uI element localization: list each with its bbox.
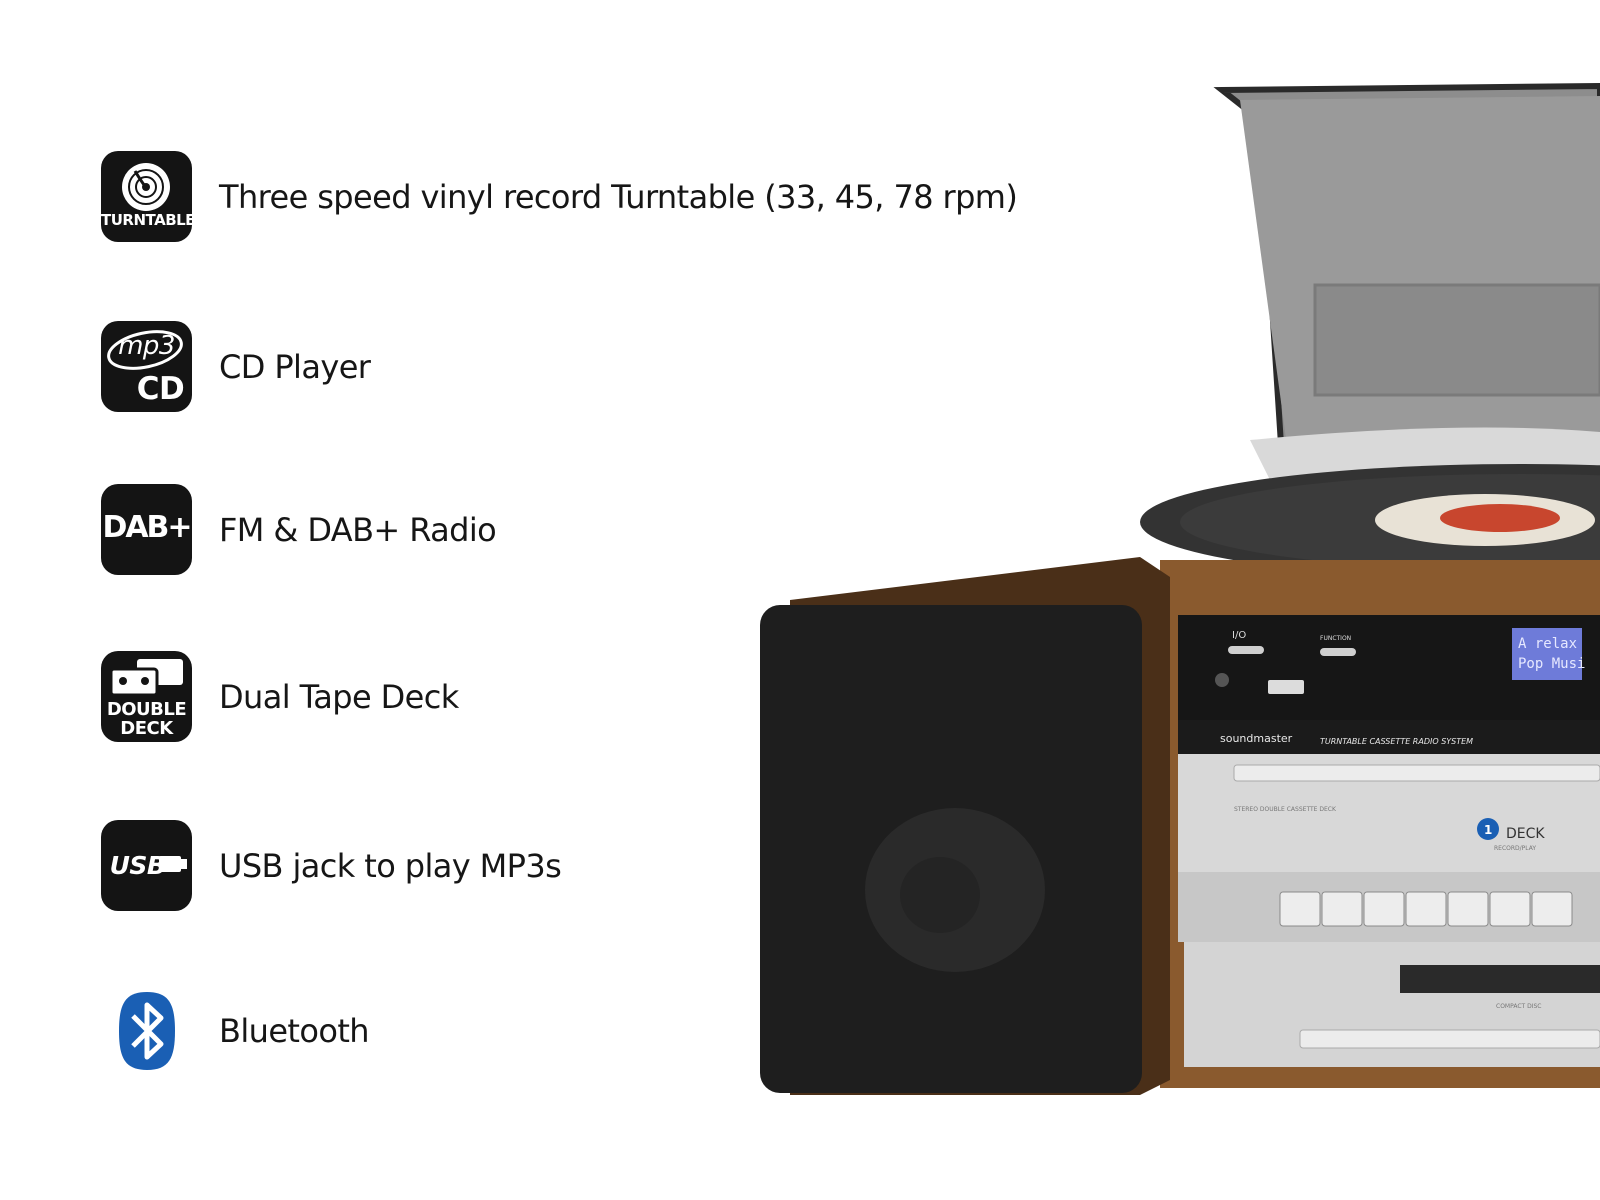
mp3-cd-icon: mp3 CD <box>101 321 192 412</box>
deck-badge-text: DECK <box>120 718 173 739</box>
function-label: FUNCTION <box>1320 635 1351 642</box>
cd-caption: COMPACT DISC <box>1496 1003 1541 1010</box>
feature-bluetooth: Bluetooth <box>101 985 370 1076</box>
double-badge-text: DOUBLE <box>106 699 187 720</box>
deck-label: DECK <box>1506 826 1545 842</box>
dab-badge-text: DAB+ <box>102 510 192 545</box>
dab-plus-icon: DAB+ <box>101 484 192 575</box>
feature-label-tape: Dual Tape Deck <box>219 677 459 716</box>
display-line-1: A relax <box>1518 636 1577 652</box>
turntable-icon: TURNTABLE <box>101 151 192 242</box>
feature-label-cd: CD Player <box>219 347 371 386</box>
power-label: I/O <box>1232 630 1246 641</box>
usb-icon: USB <box>101 820 192 911</box>
feature-usb: USB USB jack to play MP3s <box>101 820 562 911</box>
cd-badge-text: CD <box>136 371 185 407</box>
product-image: A relax Pop Musi I/O FUNCTION soundmaste… <box>760 60 1600 1140</box>
system-name: TURNTABLE CASSETTE RADIO SYSTEM <box>1320 737 1473 746</box>
display-line-2: Pop Musi <box>1518 656 1585 672</box>
usb-badge-text: USB <box>109 851 166 880</box>
feature-label-radio: FM & DAB+ Radio <box>219 510 497 549</box>
mp3-badge-text: mp3 <box>118 331 175 361</box>
feature-label-turntable: Three speed vinyl record Turntable (33, … <box>219 177 1018 216</box>
feature-cd-player: mp3 CD CD Player <box>101 321 371 412</box>
bluetooth-icon <box>101 985 192 1076</box>
turntable-badge-text: TURNTABLE <box>101 211 192 229</box>
feature-turntable: TURNTABLE Three speed vinyl record Turnt… <box>101 151 1018 242</box>
double-deck-icon: DOUBLE DECK <box>101 651 192 742</box>
product-illustration: A relax Pop Musi I/O FUNCTION soundmaste… <box>760 82 1600 1095</box>
cassette-caption: STEREO DOUBLE CASSETTE DECK <box>1234 806 1337 813</box>
feature-radio: DAB+ FM & DAB+ Radio <box>101 484 497 575</box>
feature-tape-deck: DOUBLE DECK Dual Tape Deck <box>101 651 459 742</box>
deck-number: 1 <box>1484 823 1492 837</box>
feature-label-bluetooth: Bluetooth <box>219 1011 370 1050</box>
deck-sub: RECORD/PLAY <box>1494 845 1536 852</box>
feature-label-usb: USB jack to play MP3s <box>219 846 562 885</box>
brand-label: soundmaster <box>1220 732 1293 745</box>
